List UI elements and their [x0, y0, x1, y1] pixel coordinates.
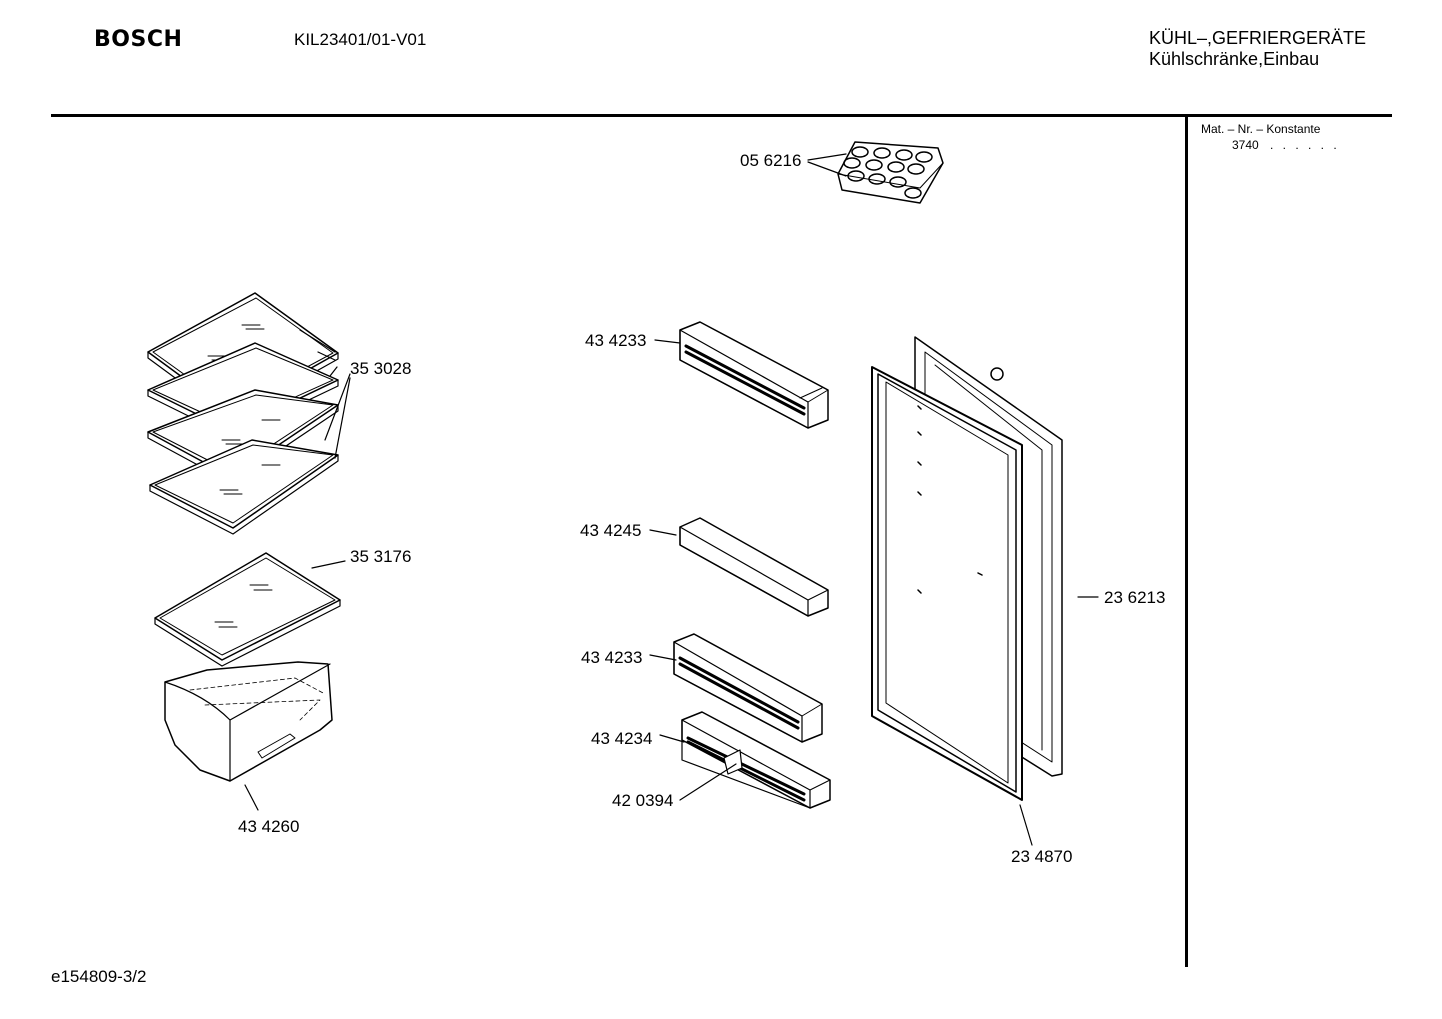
part-number-bottle-retainer: 42 0394: [612, 791, 673, 810]
bottle-shelf-drawing: [659, 711, 831, 809]
door-shelf-lower-drawing: [649, 633, 823, 743]
material-number-value: 3740: [1232, 138, 1259, 152]
category-subtitle: Kühlschränke,Einbau: [1149, 49, 1320, 69]
model-number: KIL23401/01-V01: [294, 30, 427, 49]
part-number-vegetable-drawer: 43 4260: [238, 817, 299, 836]
part-number-door-shelf-upper: 43 4233: [585, 331, 646, 350]
brand-logo: BOSCH: [94, 27, 183, 52]
material-number-label: Mat. – Nr. – Konstante: [1201, 122, 1321, 136]
glass-shelf-4: [149, 439, 339, 535]
header-divider: [51, 114, 1392, 117]
crisper-cover-drawing: [154, 552, 346, 667]
part-number-glass-shelf: 35 3028: [350, 359, 411, 378]
door-shelf-upper-drawing: [654, 321, 829, 429]
part-number-door-panel: 23 6213: [1104, 588, 1165, 607]
part-number-egg-tray: 05 6216: [740, 151, 801, 170]
door-shelf-middle-drawing: [649, 517, 829, 617]
part-number-door-shelf-middle: 43 4245: [580, 521, 641, 540]
door-gasket-drawing: [871, 366, 1033, 846]
egg-tray-drawing: [837, 141, 944, 204]
material-number-dots: . . . . . .: [1270, 138, 1340, 152]
vegetable-drawer-drawing: [164, 661, 333, 811]
document-id: e154809-3/2: [51, 967, 147, 986]
category-title: KÜHL–,GEFRIERGERÄTE: [1149, 28, 1367, 48]
part-number-bottle-shelf: 43 4234: [591, 729, 652, 748]
part-number-crisper-cover: 35 3176: [350, 547, 411, 566]
part-number-door-shelf-lower: 43 4233: [581, 648, 642, 667]
part-number-door-gasket: 23 4870: [1011, 847, 1072, 866]
side-panel-divider: [1185, 114, 1188, 967]
glass-shelf-drawing: [147, 292, 351, 535]
